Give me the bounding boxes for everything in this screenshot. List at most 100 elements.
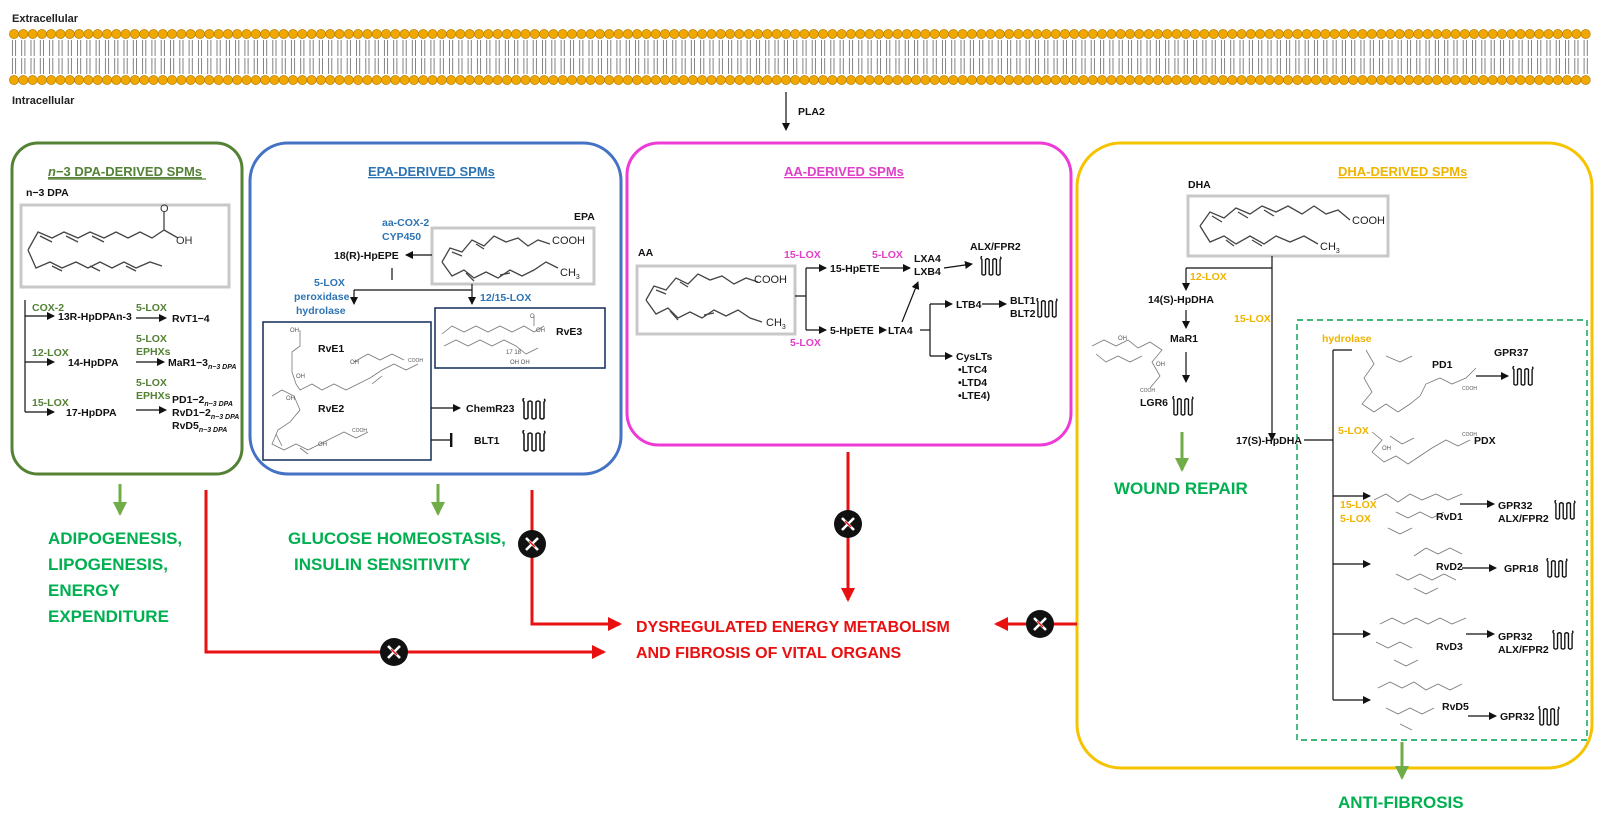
gpr37-receptor-icon bbox=[1512, 366, 1534, 386]
lipid-head bbox=[901, 29, 912, 39]
dpa-rvd12: RvD1−2n−3 DPA bbox=[172, 407, 239, 421]
lipid-head bbox=[985, 75, 996, 85]
pdx-structure: OH COOH bbox=[1371, 431, 1477, 465]
lipid-head bbox=[1143, 75, 1154, 85]
rvd1-label: RvD1 bbox=[1436, 511, 1463, 523]
lipid-head bbox=[1208, 29, 1219, 39]
lipid-head bbox=[1320, 29, 1331, 39]
lipid-head bbox=[148, 29, 159, 39]
rvd2-gpr18: GPR18 bbox=[1504, 563, 1539, 575]
lipid-head bbox=[864, 29, 875, 39]
lipid-head bbox=[232, 29, 243, 39]
lipid-head bbox=[1487, 75, 1498, 85]
lipid-head bbox=[343, 29, 354, 39]
lipid-head bbox=[567, 29, 577, 39]
lipid-head bbox=[585, 29, 596, 39]
epa-1215lox: 12/15-LOX bbox=[480, 292, 531, 304]
lipid-head bbox=[1487, 29, 1498, 39]
lipid-head bbox=[632, 75, 642, 85]
lipid-head bbox=[660, 29, 670, 39]
dha-12lox: 12-LOX bbox=[1190, 271, 1227, 283]
svg-text:OH: OH bbox=[296, 374, 305, 380]
aa-lxa4: LXA4 bbox=[914, 253, 941, 265]
lipid-head bbox=[1459, 29, 1470, 39]
lipid-head bbox=[762, 29, 773, 39]
lipid-head bbox=[399, 29, 410, 39]
lipid-head bbox=[613, 75, 624, 85]
lipid-head bbox=[1366, 29, 1377, 39]
lipid-head bbox=[1339, 29, 1349, 39]
lipid-head bbox=[808, 29, 819, 39]
lipid-head bbox=[1376, 75, 1386, 85]
lipid-head bbox=[74, 29, 84, 39]
epa-panel: EPA-DERIVED SPMs EPA COOH CH3 aa-COX-2 C… bbox=[248, 141, 623, 476]
lipid-head bbox=[1227, 75, 1238, 85]
lipid-head bbox=[1562, 29, 1572, 39]
lipid-head bbox=[892, 29, 903, 39]
lipid-head bbox=[632, 29, 642, 39]
lipid-head bbox=[967, 75, 977, 85]
lipid-head bbox=[567, 75, 577, 85]
lipid-head bbox=[1506, 75, 1517, 85]
lipid-head bbox=[139, 75, 150, 85]
lipid-head bbox=[1218, 29, 1228, 39]
epa-rve12-box bbox=[262, 321, 432, 461]
svg-text:•LTC4: •LTC4 bbox=[958, 364, 987, 376]
lipid-head bbox=[1236, 75, 1247, 85]
lipid-head bbox=[111, 29, 122, 39]
lipid-head bbox=[1060, 29, 1070, 39]
svg-text:OH: OH bbox=[1156, 362, 1165, 368]
lipid-head bbox=[27, 29, 38, 39]
dha-title: DHA-DERIVED SPMs bbox=[1338, 164, 1467, 179]
lipid-head bbox=[390, 29, 401, 39]
svg-text:COOH: COOH bbox=[1352, 215, 1385, 227]
dpa-precursor-label: n−3 DPA bbox=[26, 187, 69, 199]
rvd5-gpr32: GPR32 bbox=[1500, 711, 1535, 723]
lipid-head bbox=[157, 29, 168, 39]
svg-text:EPHXs: EPHXs bbox=[136, 346, 171, 358]
svg-text:CH3: CH3 bbox=[1320, 241, 1340, 255]
lipid-head bbox=[1134, 75, 1145, 85]
dpa-outcome-3: ENERGY bbox=[48, 581, 120, 600]
intracellular-label: Intracellular bbox=[12, 95, 75, 107]
lipid-head bbox=[1022, 75, 1033, 85]
lipid-head bbox=[1078, 75, 1089, 85]
lipid-head bbox=[1515, 29, 1526, 39]
extracellular-label: Extracellular bbox=[12, 13, 79, 25]
lipid-head bbox=[436, 75, 447, 85]
lipid-head bbox=[697, 29, 708, 39]
lipid-head bbox=[371, 29, 382, 39]
lipid-head bbox=[650, 75, 661, 85]
lipid-head bbox=[1404, 75, 1414, 85]
svg-text:EPHXs: EPHXs bbox=[136, 390, 171, 402]
lipid-head bbox=[808, 75, 819, 85]
lipid-head bbox=[1497, 75, 1507, 85]
epa-18r-hpepe: 18(R)-HpEPE bbox=[334, 250, 399, 262]
lipid-head bbox=[1013, 29, 1024, 39]
lipid-head bbox=[1180, 29, 1191, 39]
lipid-head bbox=[55, 75, 66, 85]
dha-structure-box bbox=[1186, 194, 1390, 258]
lipid-head bbox=[1311, 29, 1321, 39]
lipid-head bbox=[1004, 29, 1014, 39]
dha-panel: DHA-DERIVED SPMs DHA COOH CH3 12-LOX 14(… bbox=[1075, 141, 1594, 812]
lipid-head bbox=[436, 29, 447, 39]
rvd3-alx: ALX/FPR2 bbox=[1498, 644, 1549, 656]
lipid-head bbox=[743, 75, 754, 85]
lipid-head bbox=[1478, 29, 1489, 39]
lipid-head bbox=[1552, 75, 1563, 85]
aa-structure-box bbox=[635, 264, 797, 336]
epa-chemr23: ChemR23 bbox=[466, 403, 515, 415]
lipid-head bbox=[455, 29, 466, 39]
lipid-head bbox=[613, 29, 624, 39]
lipid-head bbox=[64, 29, 75, 39]
lipid-head bbox=[1562, 75, 1572, 85]
lipid-head bbox=[464, 29, 475, 39]
lipid-head bbox=[501, 75, 512, 85]
lipid-head bbox=[892, 75, 903, 85]
rvd3-label: RvD3 bbox=[1436, 641, 1463, 653]
lipid-head bbox=[74, 75, 84, 85]
lipid-head bbox=[1441, 29, 1452, 39]
lipid-head bbox=[1385, 75, 1396, 85]
svg-text:OH: OH bbox=[536, 328, 545, 334]
